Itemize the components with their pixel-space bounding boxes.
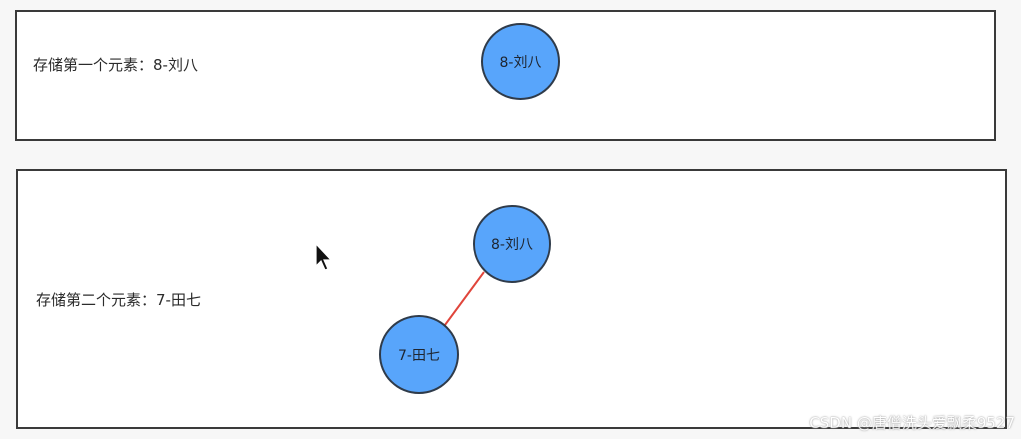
edge-root-to-left-child [441, 271, 485, 330]
step-2-panel: 存储第二个元素：7-田七 8-刘八 7-田七 [16, 169, 1007, 429]
step-2-caption: 存储第二个元素：7-田七 [36, 291, 201, 309]
watermark: CSDN @唐僧洗头爱飘柔9527 [809, 414, 1015, 432]
step-1-caption: 存储第一个元素：8-刘八 [33, 56, 198, 74]
tree-node-root: 8-刘八 [481, 23, 560, 100]
step-1-panel: 存储第一个元素：8-刘八 8-刘八 [15, 10, 996, 141]
tree-node-left-child: 7-田七 [379, 315, 459, 394]
mouse-cursor-icon [315, 242, 333, 271]
tree-edges [441, 271, 485, 330]
tree-node-root: 8-刘八 [473, 205, 551, 283]
